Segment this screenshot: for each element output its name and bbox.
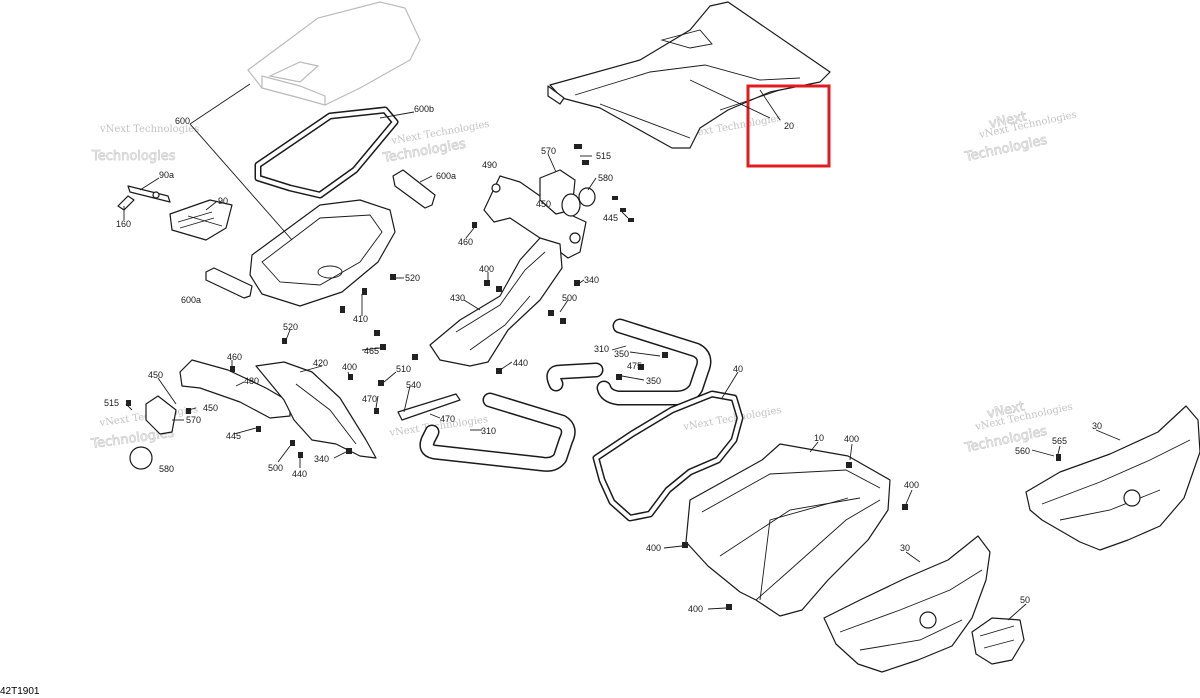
callout-label: 540 (406, 380, 421, 390)
part-600a-handle (205, 169, 436, 299)
part-90-tool-kit (117, 185, 233, 241)
callout-label: 560 (1015, 446, 1030, 456)
callout-label: 450 (536, 199, 551, 209)
callout-label: 40 (733, 364, 743, 374)
callout-label: 470 (362, 394, 377, 404)
callout-label: 400 (342, 362, 357, 372)
callout-label: 520 (283, 322, 298, 332)
callout-label: 20 (784, 121, 794, 131)
part-450-arm (129, 395, 177, 470)
callout-label: 420 (313, 358, 328, 368)
callout-label: 90 (218, 196, 228, 206)
callout-label: 410 (353, 314, 368, 324)
callout-label: 565 (1052, 436, 1067, 446)
callout-label: 490 (482, 160, 497, 170)
callout-label: 460 (458, 237, 473, 247)
callout-label: 580 (159, 464, 174, 474)
callout-label: 340 (314, 454, 329, 464)
callout-label: 600a (181, 295, 201, 305)
callout-label: 515 (596, 151, 611, 161)
callout-label: 30 (1092, 421, 1102, 431)
diagram-reference-code: 42T1901 (0, 686, 40, 697)
part-50-latch (971, 617, 1025, 665)
leader-lines (123, 79, 1121, 621)
part-540-strap (397, 393, 461, 421)
callout-label: 30 (900, 543, 910, 553)
part-30-cover-right (1025, 405, 1200, 551)
highlight-box-20 (746, 84, 831, 168)
callout-label: 400 (844, 434, 859, 444)
callout-label: 400 (904, 480, 919, 490)
callout-label: 340 (584, 275, 599, 285)
callout-label: 310 (594, 344, 609, 354)
callout-label: 475 (627, 361, 642, 371)
callout-label: 400 (479, 264, 494, 274)
callout-label: 500 (268, 463, 283, 473)
callout-label: 580 (598, 173, 613, 183)
part-30-cover-bottom (823, 535, 991, 673)
callout-label: 445 (226, 431, 241, 441)
part-10-storage-box (685, 443, 891, 617)
callout-label: 160 (116, 219, 131, 229)
callout-label: 440 (292, 469, 307, 479)
callout-label: 350 (646, 376, 661, 386)
part-310-tube-right (546, 318, 712, 406)
callout-label: 450 (203, 403, 218, 413)
callout-label: 515 (104, 398, 119, 408)
callout-label: 440 (513, 358, 528, 368)
watermark: vNext Technologies (99, 124, 199, 135)
watermark: Technologies (963, 133, 1049, 165)
callout-label: 310 (481, 426, 496, 436)
watermark: Technologies (91, 149, 176, 164)
callout-label: 465 (364, 346, 379, 356)
callout-labels: 600 600b 600a 600a 90a 90 160 490 570 51… (104, 104, 1102, 614)
callout-label: 600b (414, 104, 434, 114)
callout-label: 500 (562, 293, 577, 303)
callout-label: 450 (148, 370, 163, 380)
part-570-mount (539, 169, 596, 217)
callout-label: 470 (440, 414, 455, 424)
part-490-bracket (483, 175, 587, 259)
callout-label: 445 (603, 213, 618, 223)
part-600b-seal (254, 106, 399, 199)
part-430-arm (429, 237, 563, 367)
callout-label: 350 (614, 349, 629, 359)
callout-label: 430 (450, 293, 465, 303)
callout-label: 570 (186, 415, 201, 425)
part-40-gasket (592, 390, 744, 522)
part-600-lid (247, 1, 421, 106)
callout-label: 400 (646, 543, 661, 553)
callout-label: 480 (244, 376, 259, 386)
callout-label: 510 (396, 364, 411, 374)
callout-label: 520 (405, 273, 420, 283)
watermark: vNext Technologies (682, 405, 783, 433)
callout-label: 460 (227, 352, 242, 362)
callout-label: 400 (688, 604, 703, 614)
part-310-tube-left (419, 392, 576, 472)
callout-label: 90a (159, 170, 174, 180)
part-600-tray (249, 199, 396, 307)
part-480-bracket (179, 359, 291, 419)
callout-label: 10 (814, 433, 824, 443)
callout-label: 570 (541, 146, 556, 156)
callout-label: 50 (1020, 595, 1030, 605)
callout-label: 600 (175, 116, 190, 126)
callout-label: 600a (436, 171, 456, 181)
